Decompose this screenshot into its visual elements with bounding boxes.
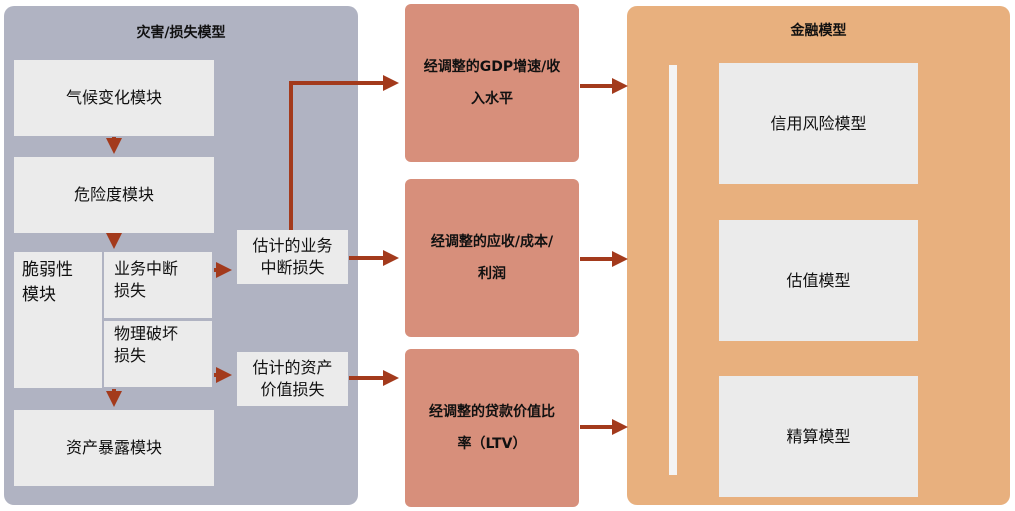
- valuation-model: 估值模型: [719, 220, 918, 341]
- adjusted-receivables-box: 经调整的应收/成本/ 利润: [405, 179, 579, 337]
- vertical-connector-bar: [669, 65, 677, 475]
- exposure-module: 资产暴露模块: [14, 410, 214, 486]
- adjusted-ltv-box: 经调整的贷款价值比 率（LTV）: [405, 349, 579, 507]
- climate-module: 气候变化模块: [14, 60, 214, 136]
- climate-module-label: 气候变化模块: [65, 88, 162, 107]
- adjusted-receivables-label: 经调整的应收/成本/ 利润: [430, 234, 554, 282]
- physical-damage-label: 物理破坏 损失: [114, 324, 179, 365]
- estimated-business-loss: 估计的业务 中断损失: [237, 230, 348, 284]
- credit-risk-model-label: 信用风险模型: [770, 113, 867, 133]
- business-interruption-label: 业务中断 损失: [114, 259, 179, 300]
- hazard-module-label: 危险度模块: [73, 185, 154, 204]
- disaster-loss-title: 灾害/损失模型: [136, 25, 226, 41]
- estimated-business-loss-label: 估计的业务 中断损失: [252, 236, 333, 277]
- physical-damage-loss: 物理破坏 损失: [104, 321, 212, 387]
- financial-model-title: 金融模型: [790, 23, 847, 39]
- exposure-module-label: 资产暴露模块: [65, 438, 162, 457]
- actuarial-model-label: 精算模型: [786, 426, 851, 446]
- valuation-model-label: 估值模型: [786, 270, 851, 290]
- estimated-asset-loss-label: 估计的资产 价值损失: [252, 358, 333, 399]
- vulnerability-module-label: 脆弱性 模块: [22, 260, 73, 305]
- adjusted-gdp-label: 经调整的GDP增速/收 入水平: [423, 59, 561, 107]
- estimated-asset-loss: 估计的资产 价值损失: [237, 352, 348, 406]
- credit-risk-model: 信用风险模型: [719, 63, 918, 184]
- business-interruption-loss: 业务中断 损失: [104, 252, 212, 318]
- vulnerability-module: 脆弱性 模块: [14, 252, 102, 388]
- arrow-business-estimate-to-gdp: [289, 75, 399, 230]
- hazard-module: 危险度模块: [14, 157, 214, 233]
- adjusted-ltv-label: 经调整的贷款价值比 率（LTV）: [429, 404, 555, 452]
- actuarial-model: 精算模型: [719, 376, 918, 497]
- adjusted-gdp-box: 经调整的GDP增速/收 入水平: [405, 4, 579, 162]
